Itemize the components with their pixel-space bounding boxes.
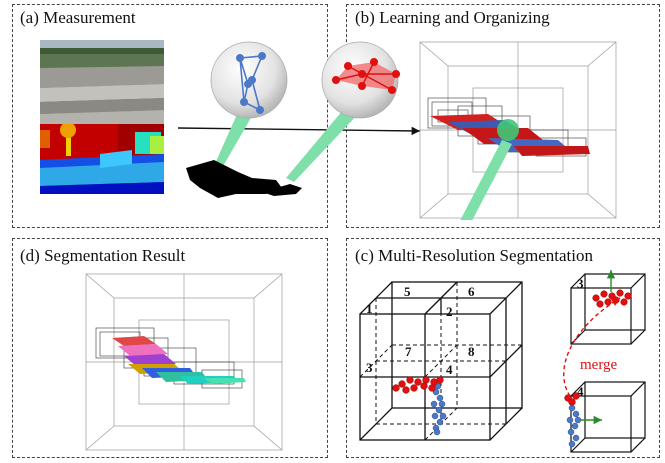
segment-colors [112,336,246,384]
small-cube-bottom-label: 4 [577,384,584,399]
flow-arrow [177,126,421,136]
octant-label-7: 7 [405,344,412,359]
small-cube-3-red-points [592,289,632,308]
panel-d-title: (d) Segmentation Result [20,246,186,265]
red-cluster-graph [331,57,401,95]
octant-label-3: 3 [366,360,373,375]
small-cube-4-blue-points [566,404,582,448]
panel-multi-resolution [346,238,660,458]
merge-arrow [563,297,621,397]
octant-label-6: 6 [468,284,475,299]
zoom-beam-1 [214,112,252,168]
zoom-beam-2 [286,104,360,182]
small-cube-4-red-points [564,392,580,406]
octant-label-5: 5 [404,284,411,299]
panel-segmentation-result [12,238,328,458]
point-cloud-silhouette-2 [262,184,302,196]
octant-label-8: 8 [468,344,475,359]
panel-c-title: (c) Multi-Resolution Segmentation [355,246,593,265]
merge-label: merge [580,357,618,373]
rgb-photo [40,40,164,124]
learning-focus-sphere [497,119,519,141]
point-cloud-silhouette [186,160,282,198]
zoom-beam-3 [460,140,512,220]
blue-cluster-graph [236,51,266,115]
panel-a-title: (a) Measurement [20,8,136,27]
octree-view-learning [419,41,617,220]
octree-view-result [85,273,283,451]
octant-label-1: 1 [366,301,373,316]
octant-label-4: 4 [446,362,453,377]
main-cube-red-points [392,376,444,394]
small-cube-top-label: 3 [577,276,584,291]
panel-measurement [12,4,328,228]
small-cube-octant-4 [570,381,646,453]
depth-map [40,124,164,194]
octant-label-2: 2 [446,304,453,319]
panel-b-title: (b) Learning and Organizing [355,8,550,27]
main-cube-hidden-edges [359,282,522,441]
small-cube-octant-3 [570,273,646,345]
